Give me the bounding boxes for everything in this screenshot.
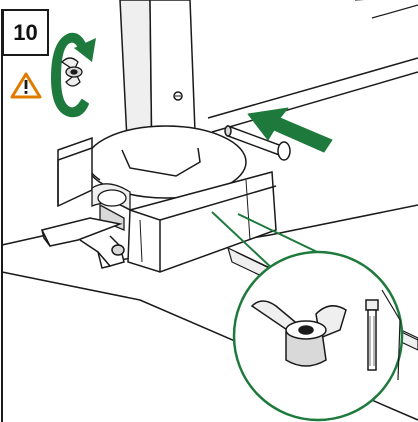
background-edge: [355, 0, 418, 19]
bolt-pin: [224, 124, 291, 161]
clamp-lever: [40, 217, 125, 269]
push-arrow-icon: [247, 107, 333, 153]
wing-nut-small-icon: [60, 57, 83, 87]
post-socket: [121, 147, 201, 177]
rail-top: [207, 57, 418, 133]
base-plate: [85, 125, 247, 199]
warning-triangle-icon: [10, 72, 42, 99]
bolt-icon: [365, 299, 379, 371]
step-number-box: 10: [2, 9, 49, 56]
wing-nut-icon: [250, 300, 347, 367]
step-number: 10: [13, 19, 38, 45]
clockwise-rotate-icon: [51, 32, 96, 118]
